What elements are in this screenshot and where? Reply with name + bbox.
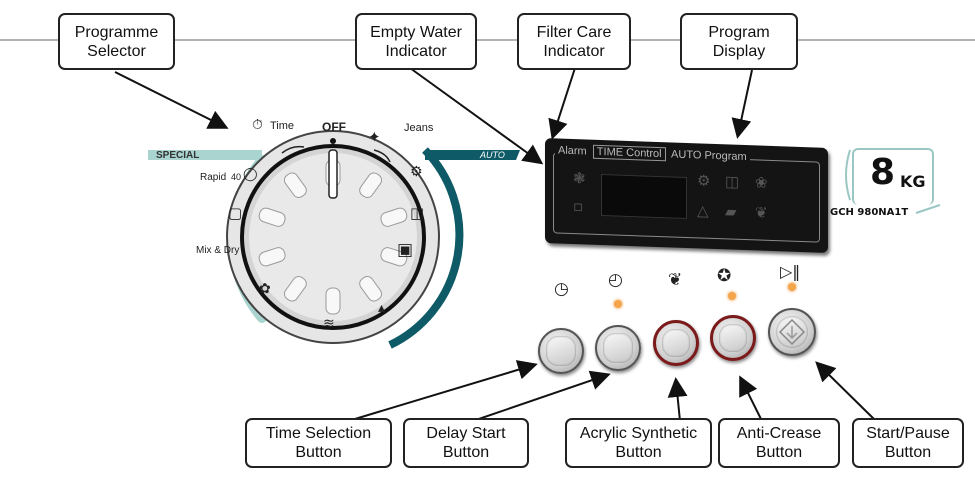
filter-care-icon: ▫: [573, 197, 584, 216]
auto-band: [425, 150, 520, 160]
callout-time-selection-button: Time Selection Button: [245, 418, 392, 468]
acrylic-synthetic-button-face: [662, 329, 690, 357]
callout-acrylic-synthetic-button: Acrylic Synthetic Button: [565, 418, 712, 468]
acrylic-synthetic-button[interactable]: [653, 320, 699, 366]
dial-label-special: SPECIAL: [156, 150, 200, 161]
capacity-unit: KG: [900, 172, 926, 191]
towel-program-icon: ▣: [397, 240, 414, 260]
delay-timer-icon: ◴: [608, 270, 623, 290]
special-band: [148, 150, 262, 160]
callout-start-pause-button: Start/Pause Button: [852, 418, 964, 468]
capacity-number: 8: [870, 152, 896, 193]
time-digit-screen: [601, 174, 687, 220]
clock-icon: ◷: [554, 279, 569, 299]
dial-label-mix-dry: Mix & Dry: [196, 245, 240, 256]
anti-crease-led: [728, 292, 736, 300]
anti-crease-shirt-icon: ✪: [717, 266, 732, 286]
alarm-label: Alarm: [558, 144, 587, 158]
time-selection-button-face: [546, 336, 576, 366]
time-marker-arc: [281, 145, 305, 154]
rapid-program-icon: ◯: [243, 167, 258, 182]
auto-program-label: AUTO Program: [671, 148, 747, 164]
delay-start-button-face: [603, 333, 633, 363]
arrow-anti-crease: [739, 375, 763, 422]
callout-filter-care-indicator: Filter Care Indicator: [517, 13, 631, 70]
auto-cupboard-icon: ◫: [725, 172, 740, 191]
dial-pointer: [328, 149, 338, 199]
start-pause-button[interactable]: [768, 308, 816, 356]
model-number: GCH 980NA1T: [830, 207, 909, 218]
shirt-program-icon: ▢: [228, 204, 243, 222]
arrow-filter-care: [548, 67, 576, 140]
arrow-program-display: [731, 69, 753, 139]
cupboard-program-icon: ◫: [410, 204, 425, 222]
wool-program-icon: ✿: [259, 281, 271, 297]
arrow-delay-start: [469, 370, 611, 423]
anti-crease-button[interactable]: [710, 315, 756, 361]
time-control-label: TIME Control: [592, 144, 666, 162]
start-pause-diamond-icon: [778, 318, 806, 346]
anti-crease-button-face: [719, 324, 747, 352]
programme-dial[interactable]: [148, 130, 520, 349]
delay-start-led: [614, 300, 622, 308]
arrow-start-pause: [815, 361, 877, 422]
gentle-program-icon: ≋: [323, 316, 335, 332]
badge-arc: [845, 149, 851, 201]
callout-delay-start-button: Delay Start Button: [403, 418, 529, 468]
iron-program-icon: ▴: [378, 300, 386, 316]
dial-label-rapid: Rapid: [200, 172, 227, 183]
callout-empty-water-indicator: Empty Water Indicator: [355, 13, 477, 70]
auto-fan-icon: ❀: [755, 173, 768, 192]
auto-gear-icon: ⚙: [697, 171, 711, 190]
arrow-time-selection: [344, 360, 538, 423]
clock-program-icon: ⏱: [252, 117, 263, 133]
auto-hanger-icon: △: [697, 201, 709, 220]
arrow-empty-water: [409, 67, 544, 165]
dial-label-off: OFF: [322, 120, 346, 134]
dial-knob-face: [249, 153, 417, 321]
delay-start-button[interactable]: [595, 325, 641, 371]
program-display-panel: Alarm TIME Control AUTO Program ❃ ▫ ⚙ ◫ …: [545, 138, 828, 253]
callout-program-display: Program Display: [680, 13, 798, 70]
time-selection-button[interactable]: [538, 328, 584, 374]
start-pause-led: [788, 283, 796, 291]
arrow-programme-selector: [114, 71, 229, 129]
play-pause-icon: ▷‖: [780, 262, 801, 281]
callout-anti-crease-button: Anti-Crease Button: [718, 418, 840, 468]
gear-program-icon: ⚙: [410, 164, 423, 180]
jeans-program-icon: ✦: [368, 128, 381, 146]
empty-water-icon: ❃: [573, 169, 586, 188]
dial-label-jeans: Jeans: [404, 122, 434, 134]
dial-label-time: Time: [270, 120, 295, 132]
jeans-marker-arc: [373, 149, 391, 163]
capacity-badge: 8 KG: [852, 148, 934, 205]
dial-off-dot: [330, 138, 336, 144]
badge-underline: [915, 204, 941, 214]
dial-auto-arc: [388, 147, 464, 349]
callout-programme-selector: Programme Selector: [58, 13, 175, 70]
auto-iron-icon: ▰: [725, 202, 737, 221]
arrow-acrylic: [667, 377, 688, 422]
auto-feather-icon: ❦: [755, 203, 768, 222]
dial-label-rapid-num: 40: [231, 172, 242, 182]
dial-label-auto: AUTO: [480, 150, 505, 160]
feather-icon: ❦: [668, 270, 683, 290]
